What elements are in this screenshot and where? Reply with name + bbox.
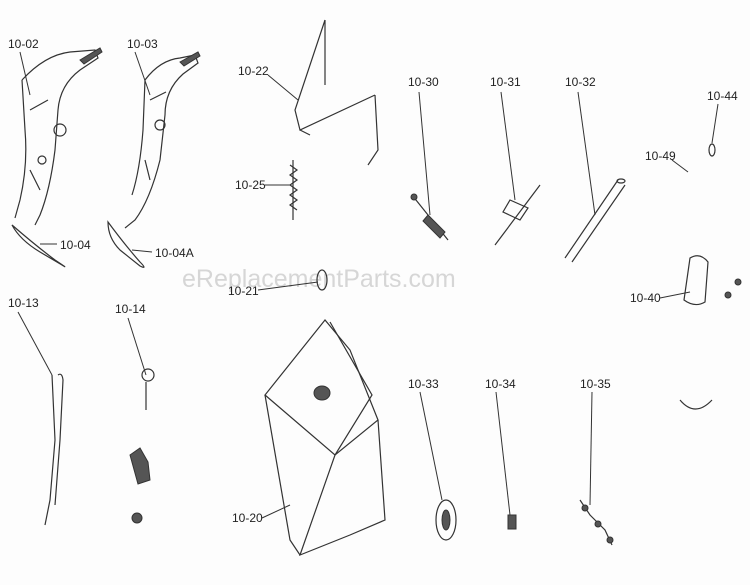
label-10-40: 10-40 (630, 291, 661, 305)
leader-lines (17, 51, 719, 519)
part-10-32-rod (564, 178, 626, 263)
part-10-14-latch (129, 368, 155, 524)
part-10-30-bolt (410, 193, 449, 241)
label-10-03: 10-03 (127, 37, 158, 51)
label-10-25: 10-25 (235, 178, 266, 192)
label-10-20: 10-20 (232, 511, 263, 525)
part-10-arc (679, 399, 713, 410)
label-10-21: 10-21 (228, 284, 259, 298)
part-10-33-knob (435, 499, 457, 541)
label-10-14: 10-14 (115, 302, 146, 316)
part-10-22-plate (294, 19, 379, 166)
part-10-03-bracket (107, 51, 201, 268)
part-10-02-bracket (11, 47, 103, 268)
label-10-04: 10-04 (60, 238, 91, 252)
part-10-34-screw (507, 514, 517, 530)
label-10-35: 10-35 (580, 377, 611, 391)
label-10-49: 10-49 (645, 149, 676, 163)
part-10-44-hardware (683, 143, 742, 306)
label-10-04a: 10-04A (155, 246, 194, 260)
label-10-31: 10-31 (490, 75, 521, 89)
part-10-13-bracket (44, 373, 64, 526)
part-10-31-fitting (494, 184, 541, 246)
part-10-20-diamond-plate (264, 269, 386, 557)
label-10-30: 10-30 (408, 75, 439, 89)
label-10-44: 10-44 (707, 89, 738, 103)
label-10-33: 10-33 (408, 377, 439, 391)
label-10-13: 10-13 (8, 296, 39, 310)
label-10-22: 10-22 (238, 64, 269, 78)
part-labels: 10-02 10-03 10-04 10-04A 10-13 10-14 10-… (8, 37, 738, 525)
label-10-02: 10-02 (8, 37, 39, 51)
label-10-34: 10-34 (485, 377, 516, 391)
part-10-25-spring (288, 160, 299, 220)
part-10-35-chain (579, 499, 614, 546)
label-10-32: 10-32 (565, 75, 596, 89)
